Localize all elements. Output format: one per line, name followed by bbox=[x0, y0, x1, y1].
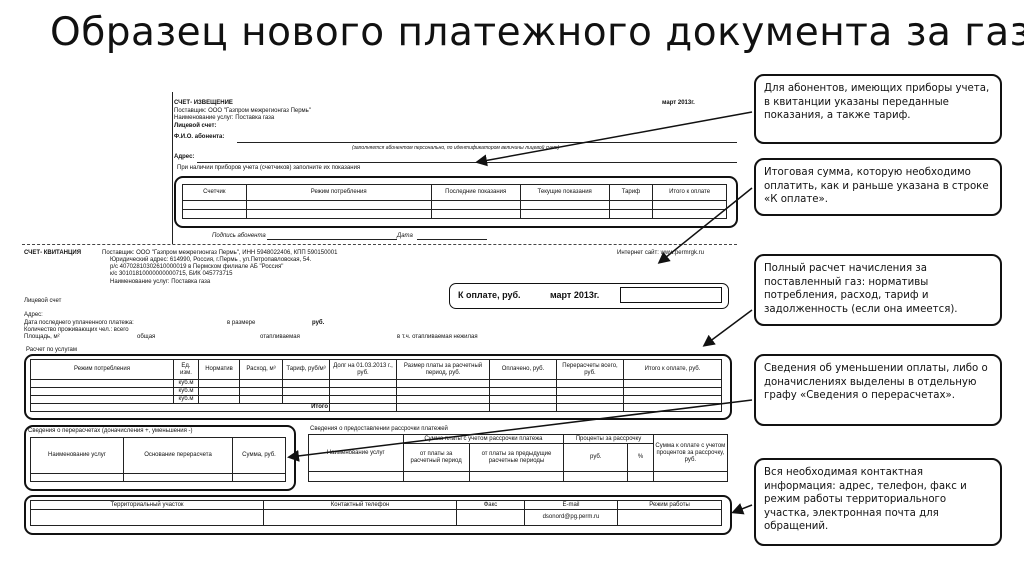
callout-contacts: Вся необходимая контактная информация: а… bbox=[754, 458, 1002, 546]
area-incl: в т.ч. отапливаемая нежилая bbox=[397, 334, 478, 340]
pay-amount-field bbox=[620, 287, 722, 303]
in-amount: в размере bbox=[227, 320, 256, 326]
fio-line bbox=[237, 142, 737, 143]
pay-box: К оплате, руб. март 2013г. bbox=[449, 283, 729, 309]
pay-month: март 2013г. bbox=[550, 290, 600, 300]
receipt-ks: к/с 30101810000000000715, БИК 045773715 bbox=[110, 271, 233, 277]
pay-label: К оплате, руб. bbox=[458, 290, 521, 300]
service-line: Наименование услуг: Поставка газа bbox=[174, 115, 275, 121]
meter-table: Счетчик Режим потребления Последние пока… bbox=[182, 184, 727, 219]
address-line bbox=[197, 162, 737, 163]
calc-table: Режим потребления Ед. изм. Норматив Расх… bbox=[30, 359, 722, 412]
callout-pay-total: Итоговая сумма, которую необходимо оплат… bbox=[754, 158, 1002, 216]
date-label: Дата bbox=[397, 233, 413, 239]
area-heated: отапливаемая bbox=[260, 334, 300, 340]
meter-box bbox=[174, 176, 738, 228]
receipt-title: СЧЕТ- КВИТАНЦИЯ bbox=[24, 250, 81, 256]
install-caption: Сведения о предоставлении рассрочки плат… bbox=[310, 426, 448, 432]
receipt-legal: Юридический адрес: 614990, Россия, г.Пер… bbox=[110, 257, 312, 263]
calc-caption: Расчет по услугам bbox=[26, 347, 77, 353]
contact-box bbox=[24, 495, 732, 535]
receipt-supplier: Поставщик: ООО "Газпром межрегионгаз Пер… bbox=[102, 250, 338, 256]
rub-label: руб. bbox=[312, 320, 325, 326]
recalc-header: Наименование услуг bbox=[30, 437, 124, 474]
arrow-pay bbox=[657, 187, 753, 264]
receipt-service: Наименование услуг: Поставка газа bbox=[110, 279, 211, 285]
signature-label: Подпись абонента bbox=[212, 233, 266, 239]
account-label: Лицевой счет: bbox=[174, 123, 217, 129]
page-title: Образец нового платежного документа за г… bbox=[50, 10, 1024, 55]
last-payment: Дата последнего уплаченного платежа: bbox=[24, 320, 134, 326]
residents: Количество проживающих чел.: всего bbox=[24, 327, 129, 333]
notice-title: СЧЕТ- ИЗВЕЩЕНИЕ bbox=[174, 100, 233, 106]
receipt-rs: р/с 40702810302610000019 в Пермском фили… bbox=[110, 264, 284, 270]
address2: Адрес: bbox=[24, 312, 43, 318]
contact-table: Территориальный участок Контактный телеф… bbox=[30, 500, 722, 526]
notice-month: март 2013г. bbox=[662, 100, 695, 106]
meter-caption: При наличии приборов учета (счетчиков) з… bbox=[177, 165, 361, 171]
personal-account: Лицевой счет bbox=[24, 298, 62, 304]
area-total: общая bbox=[137, 334, 156, 340]
cut-line bbox=[22, 244, 737, 245]
address-label: Адрес: bbox=[174, 154, 195, 160]
install-header: % bbox=[627, 443, 654, 472]
install-header: Сумма к оплате с учетом процентов за рас… bbox=[652, 434, 729, 472]
recalc-caption: Сведения о перерасчетах (доначисления +,… bbox=[28, 428, 193, 434]
payment-document: СЧЕТ- ИЗВЕЩЕНИЕ март 2013г. Поставщик: О… bbox=[22, 92, 742, 552]
callout-recalc: Сведения об уменьшении оплаты, либо о до… bbox=[754, 354, 1002, 426]
arrow-recalc bbox=[287, 399, 753, 462]
arrow-calc bbox=[702, 309, 753, 347]
install-table: Наименование услуг Сумма платы с учетом … bbox=[308, 434, 729, 482]
calc-box bbox=[24, 354, 732, 420]
area: Площадь, м² bbox=[24, 334, 60, 340]
arrow-contacts bbox=[731, 503, 753, 515]
callout-meter-readings: Для абонентов, имеющих приборы учета, в … bbox=[754, 74, 1002, 144]
fio-caption: (заполняется абонентом персонально, по и… bbox=[352, 145, 560, 151]
recalc-table: Наименование услуг Основание перерасчета… bbox=[30, 437, 286, 482]
supplier-line: Поставщик: ООО "Газпром межрегионгаз Пер… bbox=[174, 108, 311, 114]
callout-full-calc: Полный расчет начисления за поставленный… bbox=[754, 254, 1002, 326]
fio-label: Ф.И.О. абонента: bbox=[174, 134, 225, 140]
arrow-meter bbox=[475, 111, 753, 167]
